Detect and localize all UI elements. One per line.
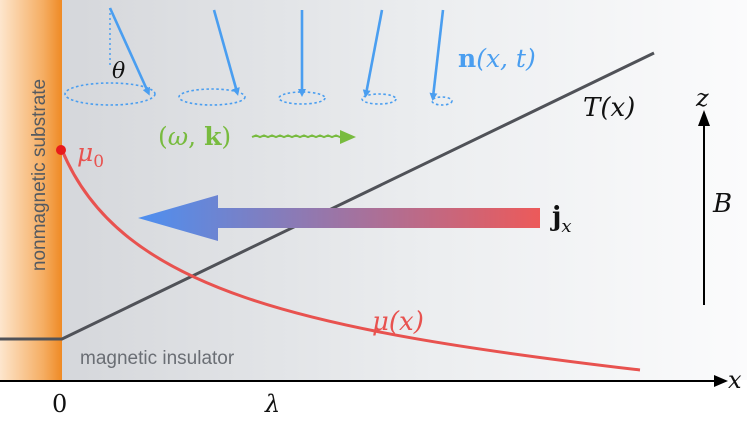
x-axis-label: x xyxy=(728,366,742,394)
n-arguments: (x, t) xyxy=(476,44,536,73)
magnon-sep: , xyxy=(188,122,204,151)
insulator-label: magnetic insulator xyxy=(80,348,235,369)
precession-orbits xyxy=(64,82,453,106)
magnon-label: (ω, k) xyxy=(158,122,231,151)
orbit-2 xyxy=(178,88,246,106)
n-vector-symbol: n xyxy=(458,44,476,73)
spin-current-arrow xyxy=(138,195,540,241)
orbit-4 xyxy=(361,93,397,105)
temperature-label: T(x) xyxy=(583,93,635,123)
orbit-3 xyxy=(278,91,326,105)
mu0-label: μ0 xyxy=(77,138,104,172)
magnon-wave xyxy=(251,134,349,139)
magnon-arrowhead xyxy=(340,130,356,144)
magnetization-label: n(x, t) xyxy=(458,44,536,73)
mu-curve xyxy=(60,149,641,372)
theta-label: θ xyxy=(112,59,125,84)
tick-zero-label: 0 xyxy=(52,390,67,418)
spin-arrow-1 xyxy=(108,7,150,96)
magnon-open: ( xyxy=(158,122,168,151)
mu-x-label: μ(x) xyxy=(372,307,424,337)
magnon-close: ) xyxy=(221,122,231,151)
spin-arrow-2 xyxy=(212,9,240,96)
z-axis-arrowhead xyxy=(698,110,710,126)
omega-symbol: ω xyxy=(168,122,188,151)
k-vector-symbol: k xyxy=(204,122,222,151)
z-axis-label: z xyxy=(695,84,709,112)
mu0-subscript: 0 xyxy=(93,152,104,172)
orbit-1 xyxy=(64,82,156,106)
current-label: jx xyxy=(550,202,572,237)
mu0-symbol: μ xyxy=(77,138,93,167)
spin-vectors xyxy=(108,7,445,101)
spin-arrow-4 xyxy=(362,9,384,98)
spin-arrow-5 xyxy=(429,9,445,101)
b-field-label: B xyxy=(712,189,732,219)
mu0-dot xyxy=(56,145,66,155)
temperature-line xyxy=(0,51,655,341)
orbit-5 xyxy=(431,96,453,106)
substrate-region xyxy=(0,0,62,380)
substrate-label: nonmagnetic substrate xyxy=(29,79,50,271)
j-vector-symbol: j xyxy=(550,202,561,232)
j-subscript: x xyxy=(561,216,571,237)
x-axis-arrowhead xyxy=(714,375,728,387)
tick-lambda-label: λ xyxy=(264,390,280,418)
